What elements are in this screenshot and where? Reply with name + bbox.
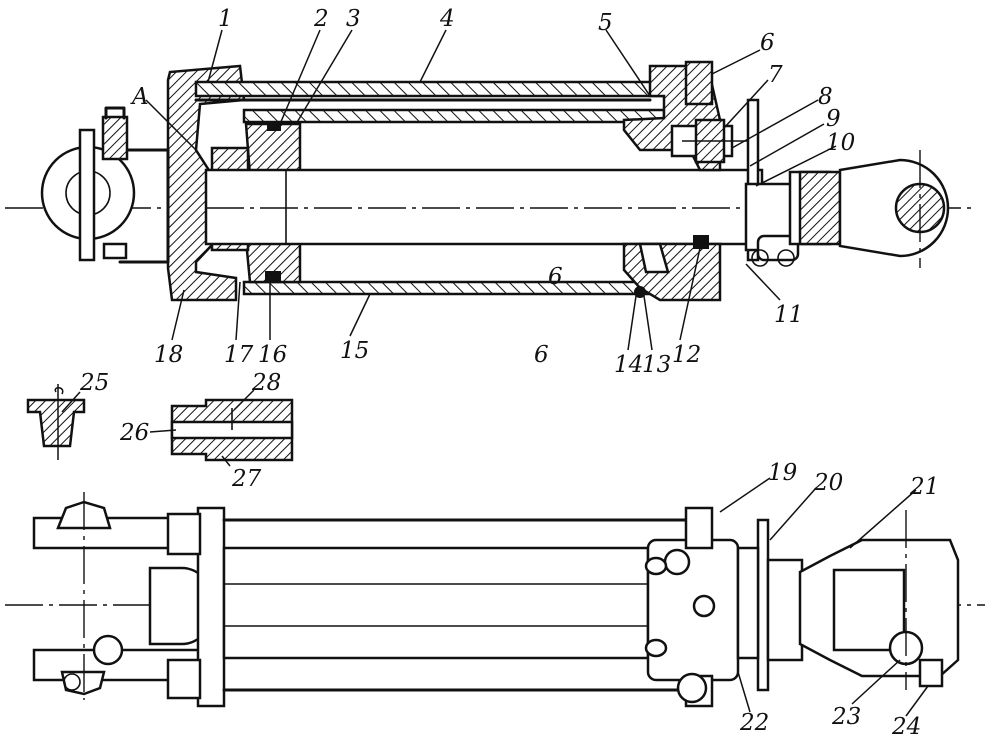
rear-pin-nut xyxy=(101,115,129,161)
detail-25-fitting xyxy=(26,398,86,448)
plan-stop-plate xyxy=(756,518,770,692)
front-port-a xyxy=(644,556,668,576)
callout-13: 13 xyxy=(642,352,671,378)
piston-seal-upper xyxy=(267,121,281,131)
callout-19: 19 xyxy=(768,460,797,486)
callout-20: 20 xyxy=(813,470,843,496)
callout-6-mid: 6 xyxy=(548,264,563,290)
rear-clevis-body xyxy=(118,148,170,264)
callout-16: 16 xyxy=(258,342,287,368)
view-letter-a: A xyxy=(130,84,149,110)
front-clevis-slot xyxy=(832,568,906,652)
clamp-wing-b xyxy=(777,249,795,267)
callout-25: 25 xyxy=(79,370,109,396)
callout-11: 11 xyxy=(774,302,803,328)
front-plug-top xyxy=(663,548,691,576)
callout-18: 18 xyxy=(154,342,183,368)
front-clevis-bolt xyxy=(918,658,944,688)
detail-25-clip xyxy=(54,387,64,395)
front-plug-bottom xyxy=(676,672,708,704)
callout-6-top: 6 xyxy=(760,30,775,56)
callout-7: 7 xyxy=(768,62,783,88)
front-oring xyxy=(634,286,646,298)
callout-14: 14 xyxy=(614,352,643,378)
front-flange-top xyxy=(684,506,714,550)
callout-2: 2 xyxy=(313,6,329,32)
rear-flange xyxy=(196,506,226,708)
callout-21: 21 xyxy=(909,474,939,500)
rear-pin xyxy=(78,128,96,262)
cylinder-tube-bottom xyxy=(242,280,666,296)
rod-end-nut xyxy=(798,170,842,246)
callout-labels: 1 2 3 4 5 6 7 8 9 10 11 12 13 14 15 16 1… xyxy=(79,6,939,740)
piston-seal-lower xyxy=(265,271,281,281)
callout-17: 17 xyxy=(224,342,254,368)
piston-upper xyxy=(244,122,302,177)
callout-3: 3 xyxy=(346,6,361,32)
callout-10: 10 xyxy=(826,130,855,156)
callout-28: 28 xyxy=(251,370,281,396)
rear-pin-bolt-plan xyxy=(63,673,81,691)
callout-22: 22 xyxy=(739,710,769,736)
callout-27: 27 xyxy=(231,466,262,492)
rear-nut-top xyxy=(166,512,202,556)
detail-views xyxy=(26,384,294,462)
plan-valve-column xyxy=(736,546,760,660)
cylinder-tube-top xyxy=(242,108,666,124)
plan-tube xyxy=(222,546,650,660)
front-fitting xyxy=(684,60,714,106)
plan-clamp xyxy=(766,558,804,662)
rear-pin-screw xyxy=(104,106,126,120)
front-plug-center xyxy=(692,594,716,618)
callout-26: 26 xyxy=(119,420,149,446)
rear-nut-bottom xyxy=(166,658,202,700)
section-view xyxy=(5,60,975,302)
callout-1: 1 xyxy=(218,6,233,32)
rear-pin-head-plan xyxy=(92,634,124,666)
front-port-b xyxy=(644,638,668,658)
rear-pin-washer xyxy=(102,242,128,260)
callout-23: 23 xyxy=(831,704,861,730)
leader-lines xyxy=(61,29,929,717)
plan-view xyxy=(5,492,985,708)
front-head-cavity xyxy=(638,242,670,274)
clamp-wing-a xyxy=(751,249,769,267)
callout-4: 4 xyxy=(439,6,455,32)
callout-8: 8 xyxy=(818,84,833,110)
front-seal xyxy=(693,235,709,249)
callout-24: 24 xyxy=(891,714,921,740)
callout-6-bottom: 6 xyxy=(534,342,549,368)
callout-12: 12 xyxy=(672,342,701,368)
callout-5: 5 xyxy=(598,10,613,36)
callout-15: 15 xyxy=(340,338,369,364)
callout-9: 9 xyxy=(826,106,841,132)
piston-rod xyxy=(204,168,764,246)
oil-tube xyxy=(194,80,668,98)
